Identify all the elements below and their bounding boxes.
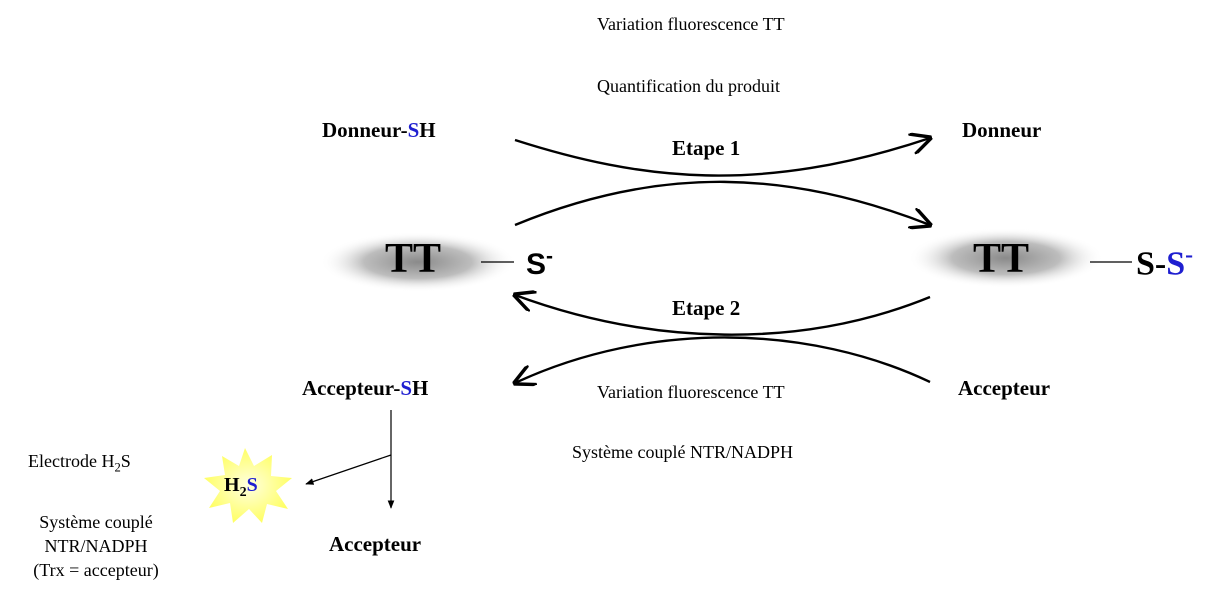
donor-sh-prefix: Donneur-: [322, 118, 408, 142]
step2-label: Etape 2: [672, 296, 741, 320]
enzyme-right-charge: -: [1185, 242, 1194, 268]
step2-arrow-enzyme: [515, 295, 931, 336]
bottom-note-coupled-system: Système couplé NTR/NADPH: [572, 442, 793, 462]
enzyme-right-s2: S: [1166, 245, 1186, 283]
enzyme-left-label: TT: [385, 236, 442, 282]
acceptor-sh-prefix: Accepteur-: [302, 376, 401, 400]
coupled-line3: (Trx = accepteur): [33, 560, 159, 580]
h2s-hydrogen: H: [224, 474, 240, 496]
enzyme-shadow-left: [320, 232, 516, 292]
donor-sh-hydrogen: H: [419, 118, 436, 142]
coupled-system-note: Système couplé NTR/NADPH (Trx = accepteu…: [10, 510, 182, 582]
donor-label: Donneur: [962, 118, 1042, 142]
h2s-sulfur: S: [246, 474, 258, 496]
electrode-suffix: S: [120, 451, 131, 471]
acceptor-bottom-label: Accepteur: [329, 532, 422, 556]
h2s-label: H2S: [224, 474, 258, 501]
enzyme-right-s1: S-: [1136, 245, 1167, 283]
enzyme-left-sulfur: S: [526, 248, 547, 281]
top-note-fluorescence: Variation fluorescence TT: [597, 14, 785, 34]
coupled-line1: Système couplé: [39, 512, 153, 532]
enzyme-left-thiolate: S-: [526, 245, 553, 282]
electrode-subscript: 2: [114, 460, 121, 475]
enzyme-left-charge: -: [546, 245, 554, 268]
h2s-star-burst: [204, 448, 292, 523]
coupled-line2: NTR/NADPH: [44, 536, 148, 556]
step2-arrow-acceptor: [515, 336, 931, 383]
enzyme-right-label: TT: [973, 236, 1030, 282]
decomp-arrow-h2s: [305, 454, 392, 485]
electrode-prefix: Electrode H: [28, 451, 115, 471]
step1-arrow-enzyme: [514, 180, 930, 225]
electrode-note: Electrode H2S: [28, 451, 131, 476]
acceptor-sh-hydrogen: H: [412, 376, 429, 400]
acceptor-sh-sulfur: S: [400, 376, 413, 400]
enzyme-right-persulfide: S-S-: [1136, 242, 1193, 283]
top-note-quantification: Quantification du produit: [597, 76, 780, 96]
acceptor-sh-label: Accepteur-SH: [302, 376, 428, 401]
donor-sh-label: Donneur-SH: [322, 118, 436, 143]
bottom-note-fluorescence: Variation fluorescence TT: [597, 382, 785, 402]
acceptor-right-label: Accepteur: [958, 376, 1051, 400]
step1-arrow-donor: [514, 138, 930, 177]
donor-sh-sulfur: S: [407, 118, 420, 142]
h2s-subscript: 2: [239, 485, 247, 500]
enzyme-shadow-right: [908, 228, 1104, 288]
step1-label: Etape 1: [672, 136, 741, 160]
